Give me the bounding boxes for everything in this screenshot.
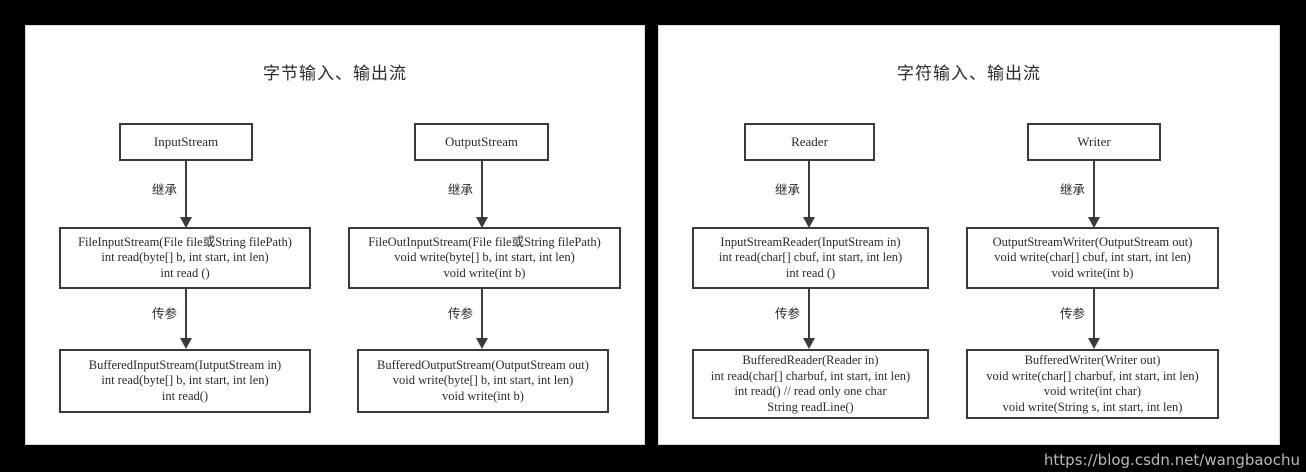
node-line: InputStream: [153, 134, 219, 150]
node-line: BufferedOutputStream(OutputStream out): [377, 357, 589, 372]
edge-label-pass-param: 传参: [1059, 306, 1085, 321]
watermark: https://blog.csdn.net/wangbaochu: [1043, 451, 1300, 469]
node-buffered-writer: BufferedWriter(Writer out) void write(ch…: [966, 349, 1219, 419]
node-line: void write(String s, int start, int len): [1002, 399, 1183, 414]
node-buffered-reader: BufferedReader(Reader in) int read(char[…: [692, 349, 929, 419]
edge-label-inherit: 继承: [1059, 182, 1085, 197]
arrowhead-icon: [180, 217, 192, 228]
edge-inputstream-to-fileinputstream: [185, 161, 187, 221]
node-writer: Writer: [1027, 123, 1161, 161]
node-line: void write(int b): [442, 388, 524, 403]
node-line: OutputStream: [445, 134, 518, 150]
edge-fileinputstream-to-bufferedinputstream: [185, 289, 187, 341]
edge-reader-to-inputstreamreader: [808, 161, 810, 221]
node-line: void write(int b): [443, 265, 526, 280]
node-line: int read(char[] cbuf, int start, int len…: [718, 250, 903, 265]
node-output-stream: OutputStream: [414, 123, 549, 161]
arrowhead-icon: [180, 338, 192, 349]
node-buffered-input-stream: BufferedInputStream(IutputStream in) int…: [59, 349, 311, 413]
arrowhead-icon: [803, 217, 815, 228]
node-line: void write(int char): [1043, 384, 1142, 398]
node-line: int read(): [161, 388, 209, 403]
edge-label-inherit: 继承: [774, 182, 800, 197]
node-line: int read (): [785, 265, 836, 280]
panel-title-byte-stream: 字节输入、输出流: [263, 64, 407, 84]
edge-label-inherit: 继承: [151, 182, 177, 197]
node-line: BufferedWriter(Writer out): [1024, 353, 1161, 367]
node-line: BufferedReader(Reader in): [742, 353, 879, 367]
node-line: int read(byte[] b, int start, int len): [101, 373, 269, 388]
arrowhead-icon: [1088, 217, 1100, 228]
edge-label-inherit: 继承: [447, 182, 473, 197]
node-line: InputStreamReader(InputStream in): [720, 234, 901, 249]
arrowhead-icon: [803, 338, 815, 349]
node-file-out-input-stream: FileOutInputStream(File file或String file…: [348, 227, 621, 289]
node-input-stream-reader: InputStreamReader(InputStream in) int re…: [692, 227, 929, 289]
node-reader: Reader: [744, 123, 875, 161]
node-line: int read (): [160, 265, 210, 280]
node-line: Writer: [1077, 134, 1111, 150]
node-line: String readLine(): [767, 399, 854, 414]
node-input-stream: InputStream: [119, 123, 253, 161]
edge-inputstreamreader-to-bufferedreader: [808, 289, 810, 341]
edge-outputstream-to-fileoutputstream: [481, 161, 483, 221]
node-line: int read(char[] charbuf, int start, int …: [710, 368, 911, 383]
arrowhead-icon: [1088, 338, 1100, 349]
node-line: void write(byte[] b, int start, int len): [392, 373, 574, 388]
node-line: OutputStreamWriter(OutputStream out): [992, 234, 1193, 249]
edge-writer-to-outputstreamwriter: [1093, 161, 1095, 221]
node-line: int read() // read only one char: [734, 384, 887, 398]
edge-fileoutputstream-to-bufferedoutputstream: [481, 289, 483, 341]
node-line: void write(char[] cbuf, int start, int l…: [994, 250, 1191, 265]
panel-char-stream: 字符输入、输出流 Reader 继承 InputStreamReader(Inp…: [658, 25, 1280, 445]
node-line: BufferedInputStream(IutputStream in): [88, 357, 282, 372]
node-line: void write(int b): [1051, 265, 1134, 280]
node-buffered-output-stream: BufferedOutputStream(OutputStream out) v…: [357, 349, 609, 413]
edge-label-pass-param: 传参: [151, 306, 177, 321]
node-line: Reader: [791, 134, 828, 150]
arrowhead-icon: [476, 217, 488, 228]
node-line: void write(byte[] b, int start, int len): [394, 250, 575, 265]
arrowhead-icon: [476, 338, 488, 349]
node-line: int read(byte[] b, int start, int len): [101, 250, 269, 265]
edge-label-pass-param: 传参: [447, 306, 473, 321]
panel-byte-stream: 字节输入、输出流 InputStream 继承 FileInputStream(…: [25, 25, 645, 445]
edge-outputstreamwriter-to-bufferedwriter: [1093, 289, 1095, 341]
node-line: void write(char[] charbuf, int start, in…: [986, 368, 1199, 383]
node-output-stream-writer: OutputStreamWriter(OutputStream out) voi…: [966, 227, 1219, 289]
node-line: FileInputStream(File file或String filePat…: [78, 234, 292, 249]
node-file-input-stream: FileInputStream(File file或String filePat…: [59, 227, 311, 289]
node-line: FileOutInputStream(File file或String file…: [368, 234, 601, 249]
panel-title-char-stream: 字符输入、输出流: [897, 64, 1041, 84]
edge-label-pass-param: 传参: [774, 306, 800, 321]
